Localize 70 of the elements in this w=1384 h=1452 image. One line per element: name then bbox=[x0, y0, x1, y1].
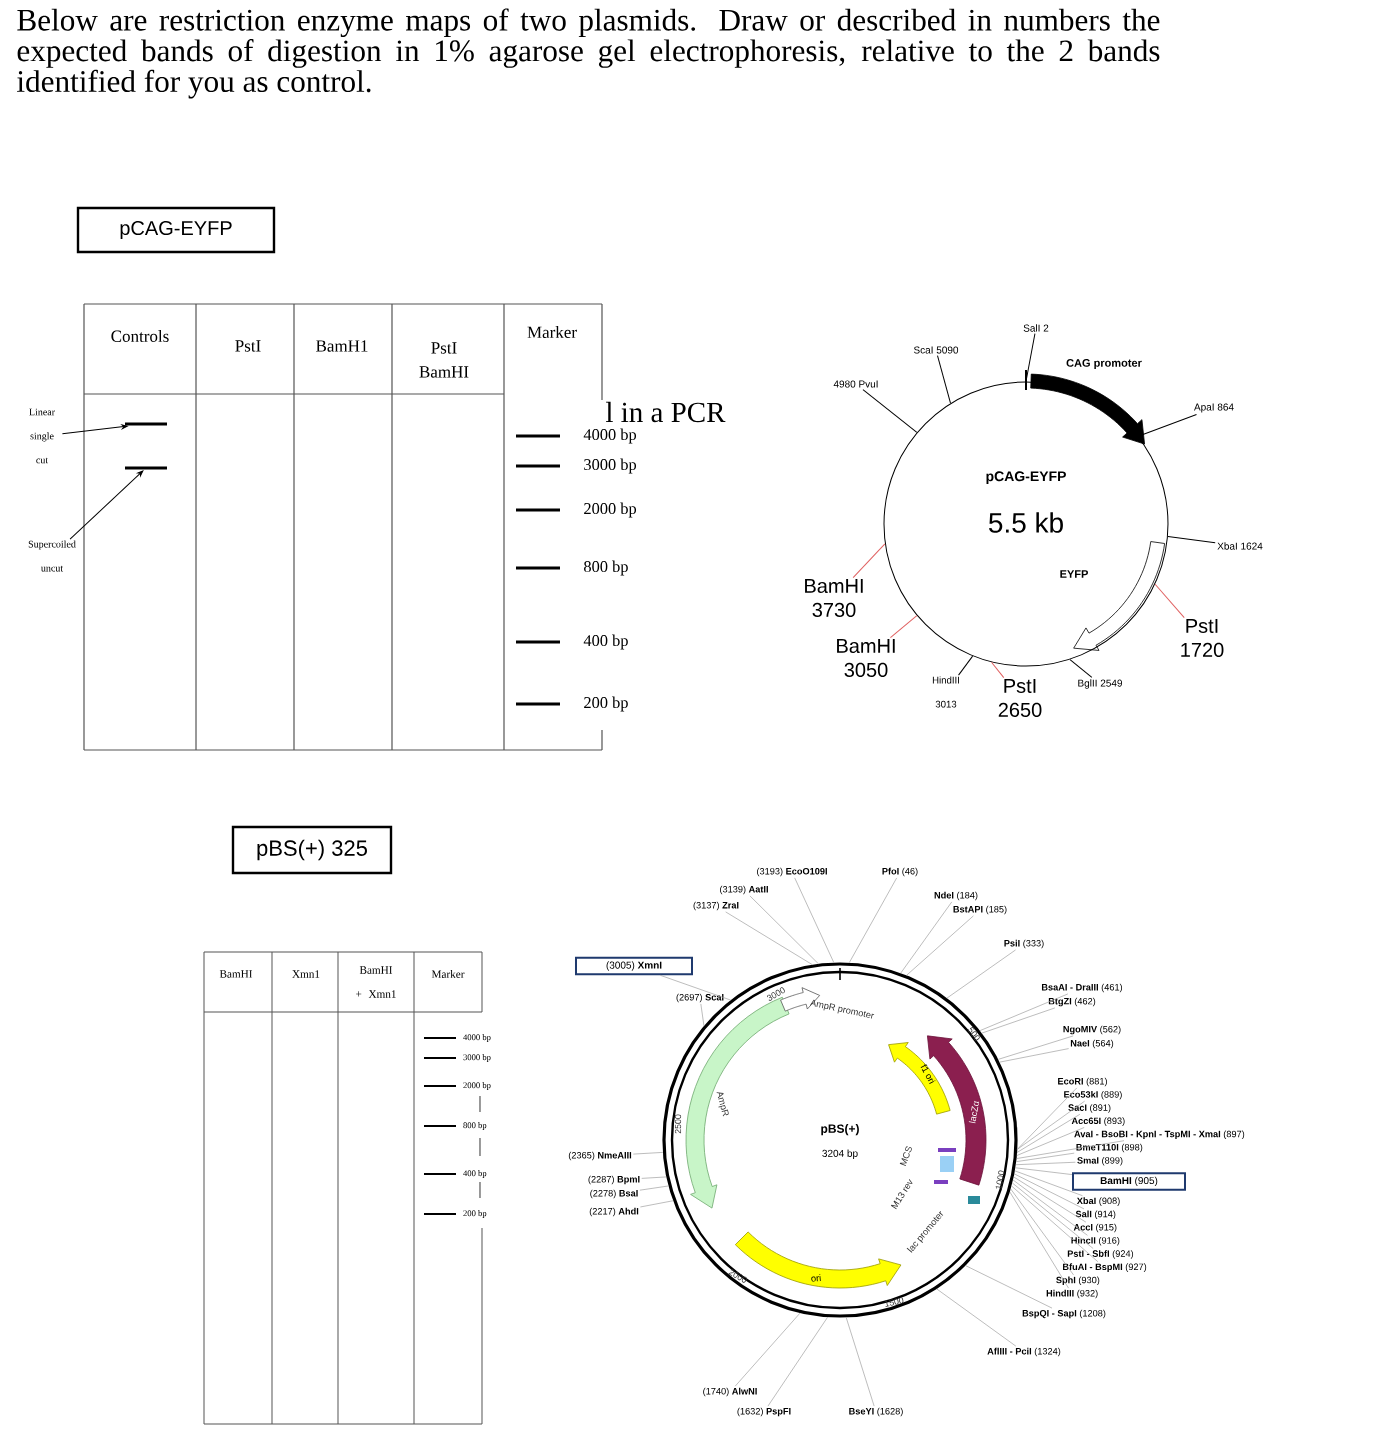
leader-line bbox=[640, 1200, 674, 1208]
column-header: BamH1 bbox=[316, 340, 368, 352]
leader-line bbox=[1010, 1188, 1074, 1276]
leader-line bbox=[946, 949, 1016, 999]
leader-line bbox=[889, 615, 918, 639]
leader-line bbox=[1137, 414, 1197, 437]
leader-line bbox=[1016, 1140, 1125, 1159]
plasmid-name-box: pCAG-EYFP bbox=[76, 206, 276, 254]
leader-line bbox=[1017, 1087, 1078, 1150]
plasmid-name-box: pBS(+) 325 bbox=[231, 825, 393, 875]
leader-line bbox=[1015, 1167, 1073, 1175]
leader-line bbox=[1015, 1161, 1076, 1166]
size-label: 2000 bp bbox=[584, 502, 637, 518]
leader-line bbox=[997, 1035, 1074, 1060]
leader-line bbox=[767, 1316, 828, 1407]
leader-line bbox=[749, 895, 819, 965]
leader-line bbox=[1013, 1176, 1087, 1223]
leader-line bbox=[1167, 535, 1216, 544]
leader-line bbox=[852, 543, 886, 579]
leader-line bbox=[965, 1265, 1053, 1309]
leader-line bbox=[632, 1152, 664, 1155]
leader-line bbox=[1012, 1179, 1088, 1236]
leader-line bbox=[979, 993, 1069, 1031]
leader-line bbox=[1154, 583, 1185, 619]
leader-line bbox=[991, 661, 1005, 679]
leader-line bbox=[937, 355, 951, 404]
column-header: PstI BamHI bbox=[419, 342, 469, 378]
leader-line bbox=[999, 1048, 1069, 1063]
size-label: 200 bp bbox=[584, 696, 628, 712]
leader-line bbox=[1016, 1113, 1081, 1153]
leader-line bbox=[862, 389, 918, 433]
leader-line bbox=[1016, 1127, 1085, 1156]
leader-line bbox=[845, 1317, 875, 1407]
column-header: PstI bbox=[235, 340, 261, 352]
size-label: 3000 bp bbox=[584, 458, 637, 474]
question-text: Below are restriction enzyme maps of two plasmids. Draw or described in numbers the expected bands of digestion in 1% agarose gel electrophoresis, relative to the 2 bands identified for you as control. bbox=[17, 8, 1160, 99]
leader-line bbox=[936, 1288, 1017, 1347]
leader-line bbox=[1017, 1100, 1086, 1150]
leader-line bbox=[639, 1185, 669, 1191]
site-label: PstI 2650 bbox=[998, 679, 1042, 717]
size-label: 400 bp bbox=[583, 634, 628, 650]
leader-line bbox=[659, 974, 731, 1001]
site-label: BamHI 3050 bbox=[837, 639, 895, 677]
leader-line bbox=[958, 655, 974, 676]
leader-line bbox=[981, 1007, 1056, 1034]
leader-line bbox=[1014, 1173, 1085, 1210]
column-header: Marker bbox=[527, 326, 577, 338]
text-fragment: l in a PCR bbox=[606, 401, 726, 423]
leader-line bbox=[700, 1003, 705, 1027]
leader-line bbox=[1009, 1191, 1069, 1289]
leader-line bbox=[1011, 1182, 1094, 1249]
leader-line bbox=[734, 1312, 801, 1387]
leader-line bbox=[1025, 333, 1036, 382]
arrow bbox=[61, 424, 128, 435]
site-label: BamHI 3730 bbox=[805, 579, 863, 617]
leader-line bbox=[900, 901, 953, 974]
size-label: 800 bp bbox=[584, 560, 628, 576]
leader-line bbox=[725, 911, 813, 965]
size-label: 4000 bp bbox=[583, 428, 637, 444]
leader-line bbox=[906, 915, 974, 976]
leader-line bbox=[1015, 1152, 1075, 1162]
leader-line bbox=[1011, 1185, 1099, 1263]
site-label: PstI 1720 bbox=[1181, 619, 1224, 657]
leader-line bbox=[641, 1176, 667, 1179]
arrow bbox=[69, 470, 144, 540]
leader-line bbox=[1014, 1170, 1083, 1197]
leader-line bbox=[794, 877, 835, 963]
leader-line bbox=[848, 877, 898, 963]
leader-line bbox=[1069, 659, 1093, 678]
column-header: Controls bbox=[111, 330, 169, 342]
